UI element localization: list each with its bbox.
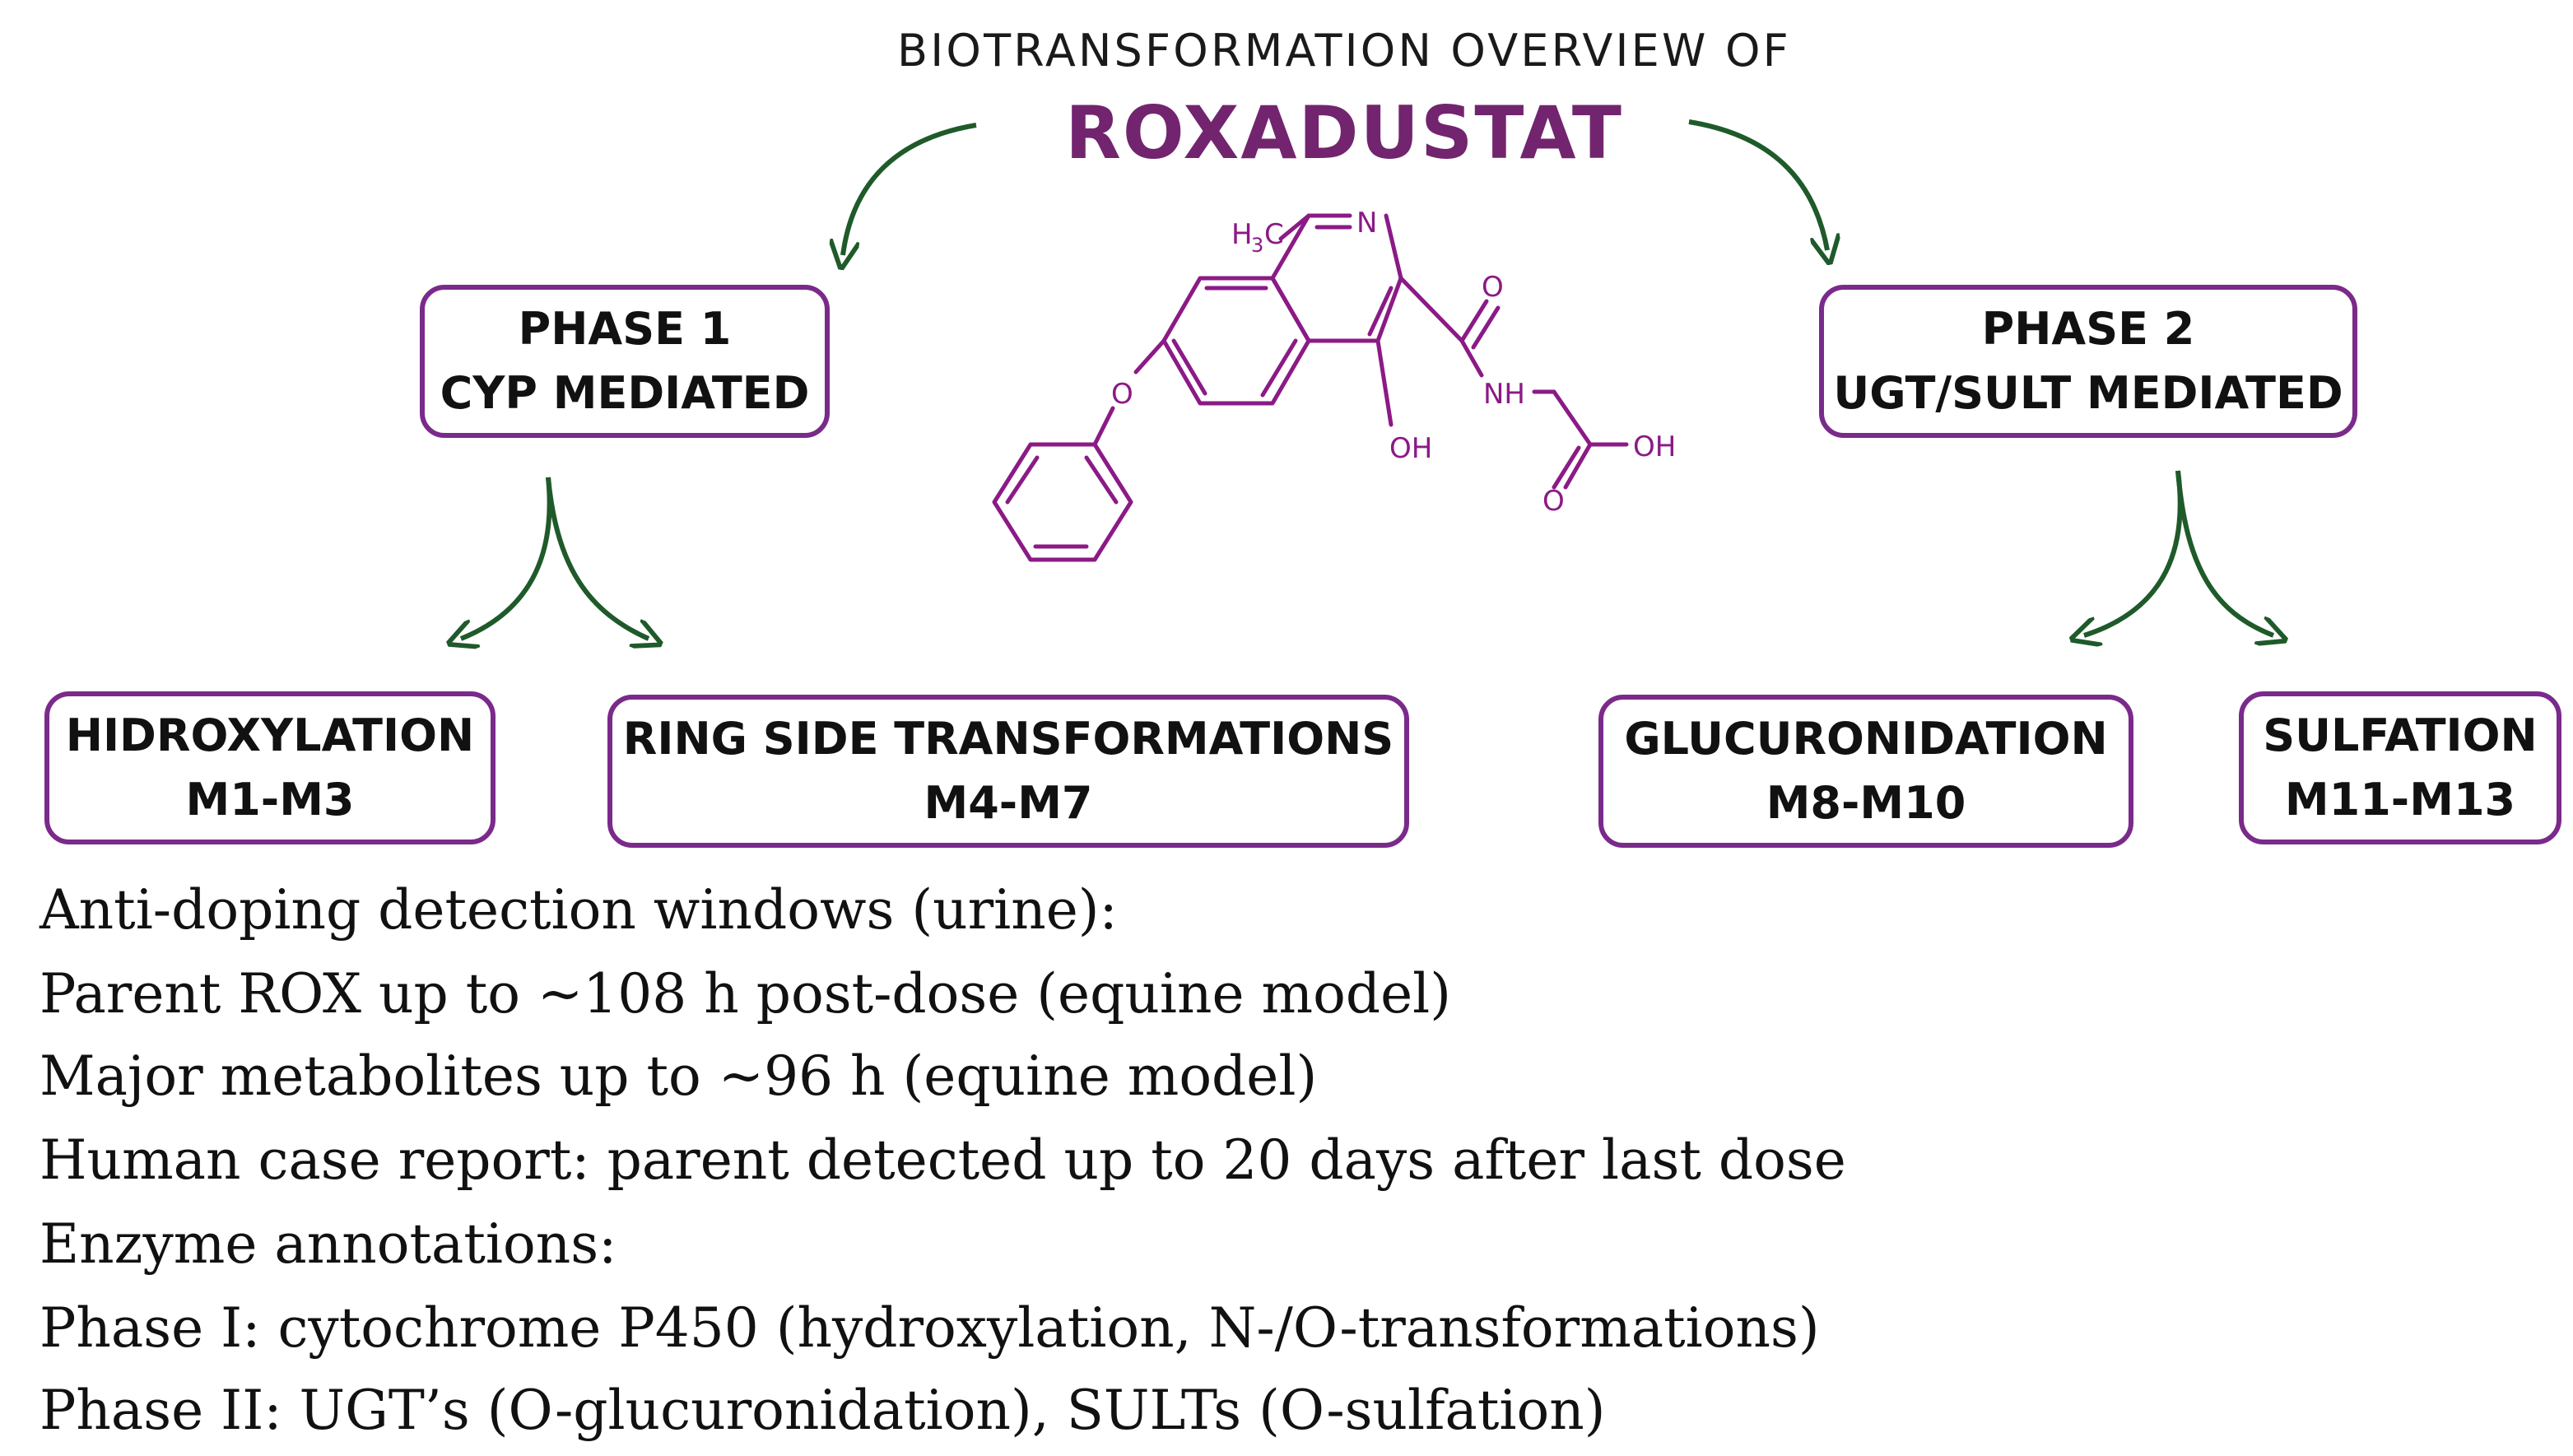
pathway-metabolite-range: M1-M3 — [185, 775, 355, 826]
note-phase1-enzymes: Phase I: cytochrome P450 (hydroxylation,… — [40, 1295, 1820, 1360]
atom-h3c-h: H — [1231, 218, 1253, 251]
notes-block: Anti-doping detection windows (urine): P… — [40, 869, 1846, 1454]
arrow-title-to-phase1 — [843, 123, 977, 255]
atom-ring-hydroxyl: OH — [1389, 432, 1432, 465]
structure-atom-labels: H 3 C N O NH O OH OH O — [1111, 207, 1676, 518]
atom-amide-nh: NH — [1483, 378, 1525, 411]
pathway-sulfation-box: SULFATION M11-M13 — [2239, 691, 2561, 844]
note-parent-window: Parent ROX up to ~108 h post-dose (equin… — [40, 961, 1452, 1026]
phase2-title: PHASE 2 — [1981, 304, 2195, 355]
arrow-phase1-to-hidroxylation — [461, 477, 552, 639]
phase2-subtitle: UGT/SULT MEDIATED — [1833, 368, 2343, 419]
phase1-title: PHASE 1 — [518, 304, 732, 355]
note-phase2-enzymes: Phase II: UGT’s (O-glucuronidation), SUL… — [40, 1378, 1606, 1443]
atom-ether-oxygen: O — [1111, 378, 1133, 411]
pathway-metabolite-range: M11-M13 — [2284, 775, 2516, 826]
atom-acid-hydroxyl: OH — [1633, 430, 1676, 463]
pathway-name: RING SIDE TRANSFORMATIONS — [622, 714, 1394, 765]
note-metabolites-window: Major metabolites up to ~96 h (equine mo… — [40, 1044, 1318, 1109]
arrow-phase2-to-glucuronidation — [2084, 470, 2183, 635]
pathway-glucuronidation-box: GLUCURONIDATION M8-M10 — [1598, 695, 2133, 848]
roxadustat-structure — [992, 213, 1629, 562]
phase2-box: PHASE 2 UGT/SULT MEDIATED — [1819, 285, 2357, 438]
note-human-case: Human case report: parent detected up to… — [40, 1128, 1846, 1193]
atom-ring-nitrogen: N — [1356, 207, 1377, 240]
atom-carbonyl-oxygen: O — [1482, 271, 1504, 304]
arrow-phase2-to-sulfation — [2175, 470, 2273, 635]
atom-acid-oxygen: O — [1542, 485, 1565, 518]
arrow-title-to-phase2 — [1688, 119, 1827, 250]
diagram-title: ROXADUSTAT — [1065, 92, 1623, 176]
pathway-hidroxylation-box: HIDROXYLATION M1-M3 — [44, 691, 496, 844]
note-detection-windows-heading: Anti-doping detection windows (urine): — [40, 877, 1118, 942]
atom-h3c-c: C — [1264, 218, 1284, 251]
pathway-ring-side-transformations-box: RING SIDE TRANSFORMATIONS M4-M7 — [607, 695, 1409, 848]
pathway-metabolite-range: M8-M10 — [1766, 778, 1966, 829]
phase1-box: PHASE 1 CYP MEDIATED — [420, 285, 830, 438]
phase1-subtitle: CYP MEDIATED — [440, 368, 810, 419]
pathway-name: HIDROXYLATION — [65, 710, 475, 761]
note-enzyme-heading: Enzyme annotations: — [40, 1211, 617, 1276]
arrow-phase1-to-ring-side — [546, 477, 649, 639]
pathway-name: GLUCURONIDATION — [1624, 714, 2108, 765]
atom-h3c-subscript: 3 — [1251, 234, 1263, 257]
pathway-metabolite-range: M4-M7 — [924, 778, 1093, 829]
diagram-subtitle: BIOTRANSFORMATION OVERVIEW OF — [897, 26, 1791, 77]
pathway-name: SULFATION — [2263, 710, 2538, 761]
